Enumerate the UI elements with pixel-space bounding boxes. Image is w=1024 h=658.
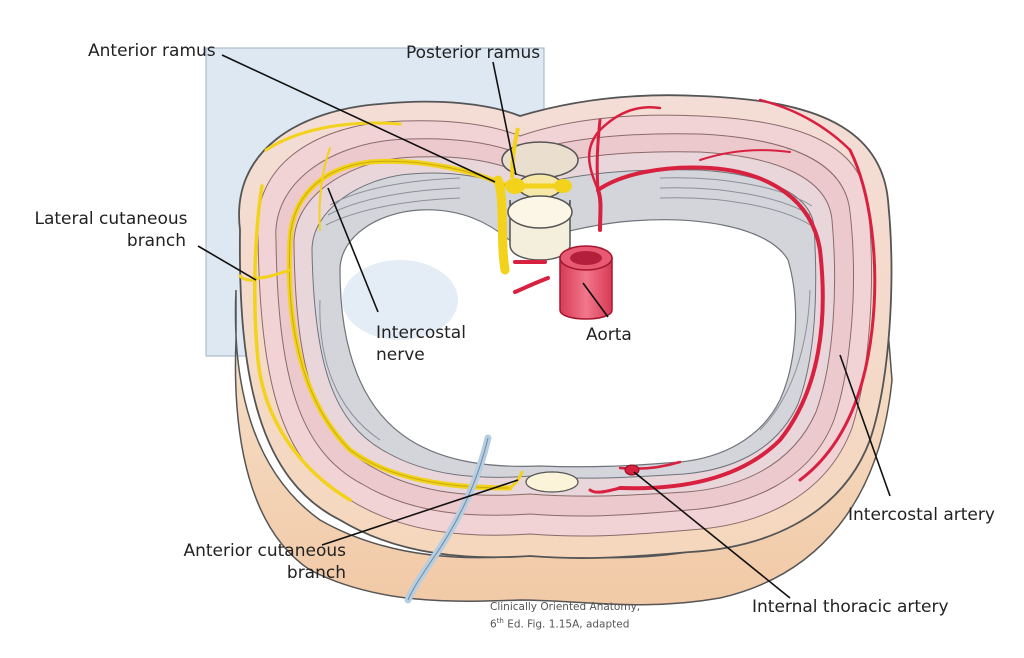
label-intercostal-artery: Intercostal artery [848, 505, 995, 525]
leader-lines [197, 54, 891, 599]
sternum [525, 471, 579, 493]
intercostal-nerve [238, 121, 524, 502]
label-anterior-cutaneous-line2: branch [286, 563, 346, 583]
label-posterior-ramus: Posterior ramus [406, 43, 541, 63]
aorta-vessel [559, 245, 613, 320]
thoracic-cavity [339, 209, 797, 468]
caption-line2: 6th Ed. Fig. 1.15A, adapted [490, 614, 640, 632]
caption-edition-num: 6 [490, 618, 497, 631]
label-aorta: Aorta [586, 325, 632, 345]
caption-edition-sup: th [496, 617, 504, 625]
rib-striations [319, 177, 813, 441]
caption-line2-rest: Ed. Fig. 1.15A, adapted [503, 618, 630, 631]
label-anterior-ramus: Anterior ramus [88, 41, 216, 61]
label-anterior-cutaneous-branch: Anterior cutaneous branch [170, 540, 346, 584]
label-lateral-cutaneous-line2: branch [126, 231, 186, 251]
cavity-shadow [342, 260, 458, 340]
aortic-branches [513, 188, 603, 294]
vertebra [501, 141, 579, 261]
caption-line1: Clinically Oriented Anatomy, [490, 601, 641, 613]
source-caption: Clinically Oriented Anatomy, 6th Ed. Fig… [490, 600, 640, 632]
label-intercostal-nerve: Intercostal nerve [376, 322, 466, 366]
label-lateral-cutaneous-branch: Lateral cutaneous branch [26, 208, 196, 252]
spinal-nerve-root [493, 127, 572, 275]
label-anterior-cutaneous-line1: Anterior cutaneous [183, 541, 346, 561]
body-wall-side [234, 289, 893, 606]
intercostal-artery-vessel [587, 98, 877, 494]
label-intercostal-nerve-line2: nerve [376, 345, 425, 365]
label-internal-thoracic-artery: Internal thoracic artery [752, 597, 949, 617]
label-lateral-cutaneous-line1: Lateral cutaneous [34, 209, 188, 229]
label-intercostal-nerve-line1: Intercostal [376, 323, 466, 343]
